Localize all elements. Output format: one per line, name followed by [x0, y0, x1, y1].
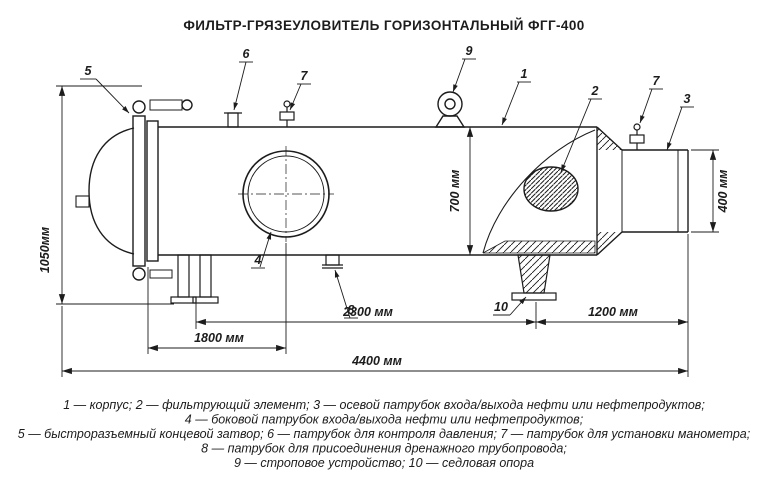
- callout-labels: 5 6 7 9 1 2 7 3 4 8 10: [85, 44, 691, 317]
- saddle-support-right: [511, 254, 557, 301]
- vessel: [75, 91, 689, 304]
- side-nozzle: [238, 146, 334, 242]
- callout-2: 2: [591, 84, 599, 98]
- closure-flange-outer: [132, 115, 146, 267]
- hinge-bolt-top-2: [181, 99, 193, 111]
- manometer-valve-right: [629, 123, 645, 150]
- dimensions: [56, 85, 719, 377]
- legend-line-1: 1 — корпус; 2 — фильтрующий элемент; 3 —…: [63, 398, 705, 412]
- dim-nozzle-diameter: 400 мм: [716, 170, 730, 214]
- callout-7-right: 7: [653, 74, 661, 88]
- dimension-labels: 1050мм 700 мм 400 мм 2300 мм 1200 мм 180…: [38, 170, 730, 368]
- hinge-bracket-top: [149, 99, 183, 111]
- legend: 1 — корпус; 2 — фильтрующий элемент; 3 —…: [18, 398, 751, 470]
- dim-total-length: 4400 мм: [351, 354, 402, 368]
- legend-line-4: 8 — патрубок для присоединения дренажног…: [201, 442, 567, 456]
- hinge-bolt-top: [132, 100, 146, 114]
- callout-3: 3: [684, 92, 691, 106]
- internal-cone-curve: [482, 129, 596, 254]
- end-closure: [75, 99, 193, 281]
- drain-nozzle: [322, 254, 343, 269]
- filter-internals: [482, 129, 596, 254]
- dim-right-section: 1200 мм: [588, 305, 638, 319]
- cone-and-axial-nozzle: [596, 126, 689, 256]
- callout-4: 4: [254, 253, 262, 267]
- hinge-bolt-bottom: [132, 267, 146, 281]
- callout-5: 5: [85, 64, 93, 78]
- callout-leaders: [80, 58, 694, 319]
- support-left: [170, 254, 219, 304]
- legend-line-3: 5 — быстроразъемный концевой затвор; 6 —…: [18, 427, 751, 441]
- legend-line-5: 9 — строповое устройство; 10 — седловая …: [234, 456, 534, 470]
- filter-element: [523, 166, 579, 212]
- filter-seat-hatch: [482, 240, 596, 254]
- dim-support-span: 2300 мм: [342, 305, 393, 319]
- page-title: ФИЛЬТР-ГРЯЗЕУЛОВИТЕЛЬ ГОРИЗОНТАЛЬНЫЙ ФГГ…: [183, 18, 584, 33]
- lifting-lug: [434, 91, 466, 128]
- legend-line-2: 4 — боковой патрубок входа/выхода нефти …: [185, 413, 584, 427]
- callout-7-left: 7: [301, 69, 309, 83]
- dim-shell-diameter: 700 мм: [448, 170, 462, 213]
- dim-total-height: 1050мм: [38, 227, 52, 273]
- hinge-bracket-bottom: [149, 269, 173, 279]
- callout-9: 9: [466, 44, 473, 58]
- callout-10: 10: [494, 300, 508, 314]
- dished-head: [88, 127, 135, 255]
- head-stub-nozzle: [75, 195, 90, 208]
- pressure-nozzle: [224, 112, 242, 128]
- callout-1: 1: [521, 67, 528, 81]
- callout-6: 6: [243, 47, 251, 61]
- callout-8: 8: [348, 303, 355, 317]
- dim-left-section: 1800 мм: [194, 331, 244, 345]
- closure-flange-inner: [146, 120, 159, 262]
